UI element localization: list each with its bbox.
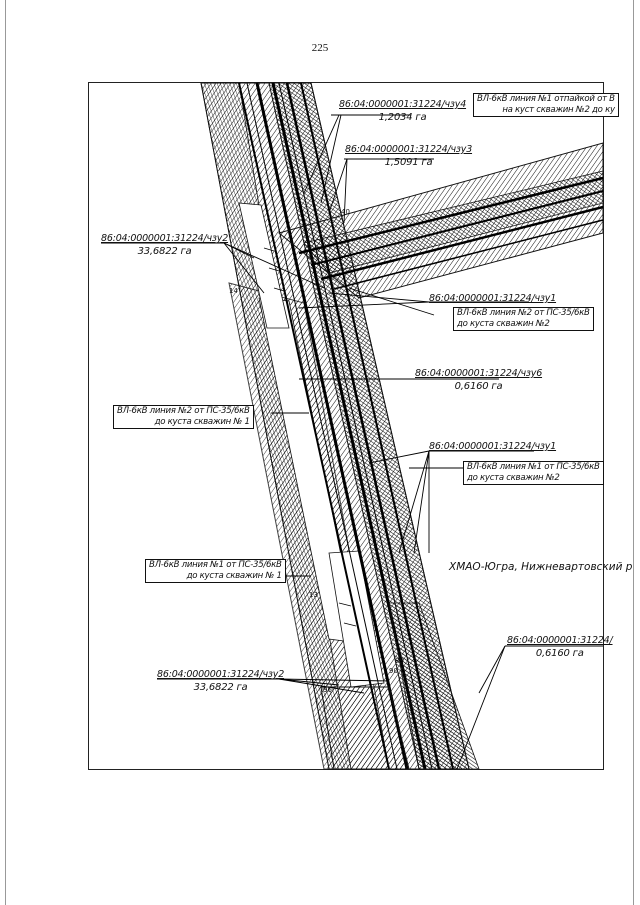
point-number: 90 (389, 667, 398, 675)
box-line: до куста скважин №2 (467, 473, 560, 483)
powerline-box-5: ВЛ-6кВ линия №1 от ПС-35/6кВ до куста ск… (145, 559, 286, 583)
leader-lines (101, 114, 603, 770)
box-line: до куста скважин № 1 (186, 571, 282, 581)
box-line: ВЛ-6кВ линия №1 от ПС-35/6кВ (467, 462, 600, 472)
box-line: ВЛ-6кВ линия №2 от ПС-35/6кВ (117, 406, 250, 416)
box-line: до куста скважин №2 (457, 319, 550, 329)
area-value: 0,6160 га (535, 648, 584, 659)
map-drawing (101, 82, 604, 770)
box-line: ВЛ-6кВ линия №1 от ПС-35/6кВ (149, 560, 282, 570)
cadastral-number: 86:04:0000001:31224/чзу3 (345, 144, 473, 155)
cadastral-number: 86:04:0000001:31224/чзу1 (429, 293, 557, 304)
point-number: 96 (323, 686, 332, 694)
area-value: 1,2034 га (378, 112, 427, 123)
cadastral-label-lower-right: 86:04:0000001:31224/ 0,6160 га (507, 635, 613, 659)
point-number: 89 (395, 657, 404, 665)
boundary-ticks (263, 247, 357, 627)
cadastral-label-czu1-upper: 86:04:0000001:31224/чзу1 (429, 293, 556, 304)
area-value: 33,6822 га (193, 682, 248, 693)
parcel-lower-right (388, 602, 480, 770)
powerline-box-3: ВЛ-6кВ линия №2 от ПС-35/6кВ до куста ск… (113, 405, 254, 429)
cadastral-label-czu4: 86:04:0000001:31224/чзу4 1,2034 га (339, 99, 466, 123)
area-value: 1,5091 га (384, 157, 433, 168)
cadastral-number: 86:04:0000001:31224/чзу1 (429, 441, 557, 452)
cadastral-label-czu1-lower: 86:04:0000001:31224/чзу1 (429, 441, 556, 452)
cadastral-number: 86:04:0000001:31224/ (507, 635, 613, 646)
box-line: на куст скважин №2 до ку (502, 105, 615, 115)
branch-lines (298, 176, 604, 290)
parcel-bottom-left (320, 686, 410, 770)
cadastral-label-czu6: 86:04:0000001:31224/чзу6 0,6160 га (415, 368, 542, 392)
area-value: 33,6822 га (137, 246, 192, 257)
region-label: ХМАО-Югра, Нижневартовский р (449, 561, 633, 573)
point-number: 14 (229, 287, 238, 295)
powerline-box-2: ВЛ-6кВ линия №2 от ПС-35/6кВ до куста ск… (453, 307, 594, 331)
cadastral-label-czu2-bottom: 86:04:0000001:31224/чзу2 33,6822 га (157, 669, 284, 693)
box-line: до куста скважин № 1 (154, 417, 250, 427)
box-line: ВЛ-6кВ линия №1 отпайкой от В (477, 94, 615, 104)
cadastral-label-czu3: 86:04:0000001:31224/чзу3 1,5091 га (345, 144, 472, 168)
cadastral-number: 86:04:0000001:31224/чзу4 (339, 99, 467, 110)
powerline-box-4: ВЛ-6кВ линия №1 от ПС-35/6кВ до куста ск… (463, 461, 604, 485)
point-number: 40 (341, 208, 350, 216)
cadastral-label-czu2-top: 86:04:0000001:31224/чзу2 33,6822 га (101, 233, 228, 257)
box-line: ВЛ-6кВ линия №2 от ПС-35/6кВ (457, 308, 590, 318)
parcel-white-strip-3 (238, 202, 290, 329)
scan-edge-right (633, 0, 634, 905)
cadastral-number: 86:04:0000001:31224/чзу2 (157, 669, 285, 680)
cadastral-number: 86:04:0000001:31224/чзу2 (101, 233, 229, 244)
cadastral-map: 86:04:0000001:31224/чзу4 1,2034 га 86:04… (88, 82, 632, 770)
page-number: 225 (311, 42, 329, 54)
scan-edge-left (5, 0, 6, 905)
cadastral-number: 86:04:0000001:31224/чзу6 (415, 368, 543, 379)
point-number: 13 (309, 591, 318, 599)
area-value: 0,6160 га (454, 381, 503, 392)
powerline-box-1: ВЛ-6кВ линия №1 отпайкой от В на куст ск… (473, 93, 619, 117)
